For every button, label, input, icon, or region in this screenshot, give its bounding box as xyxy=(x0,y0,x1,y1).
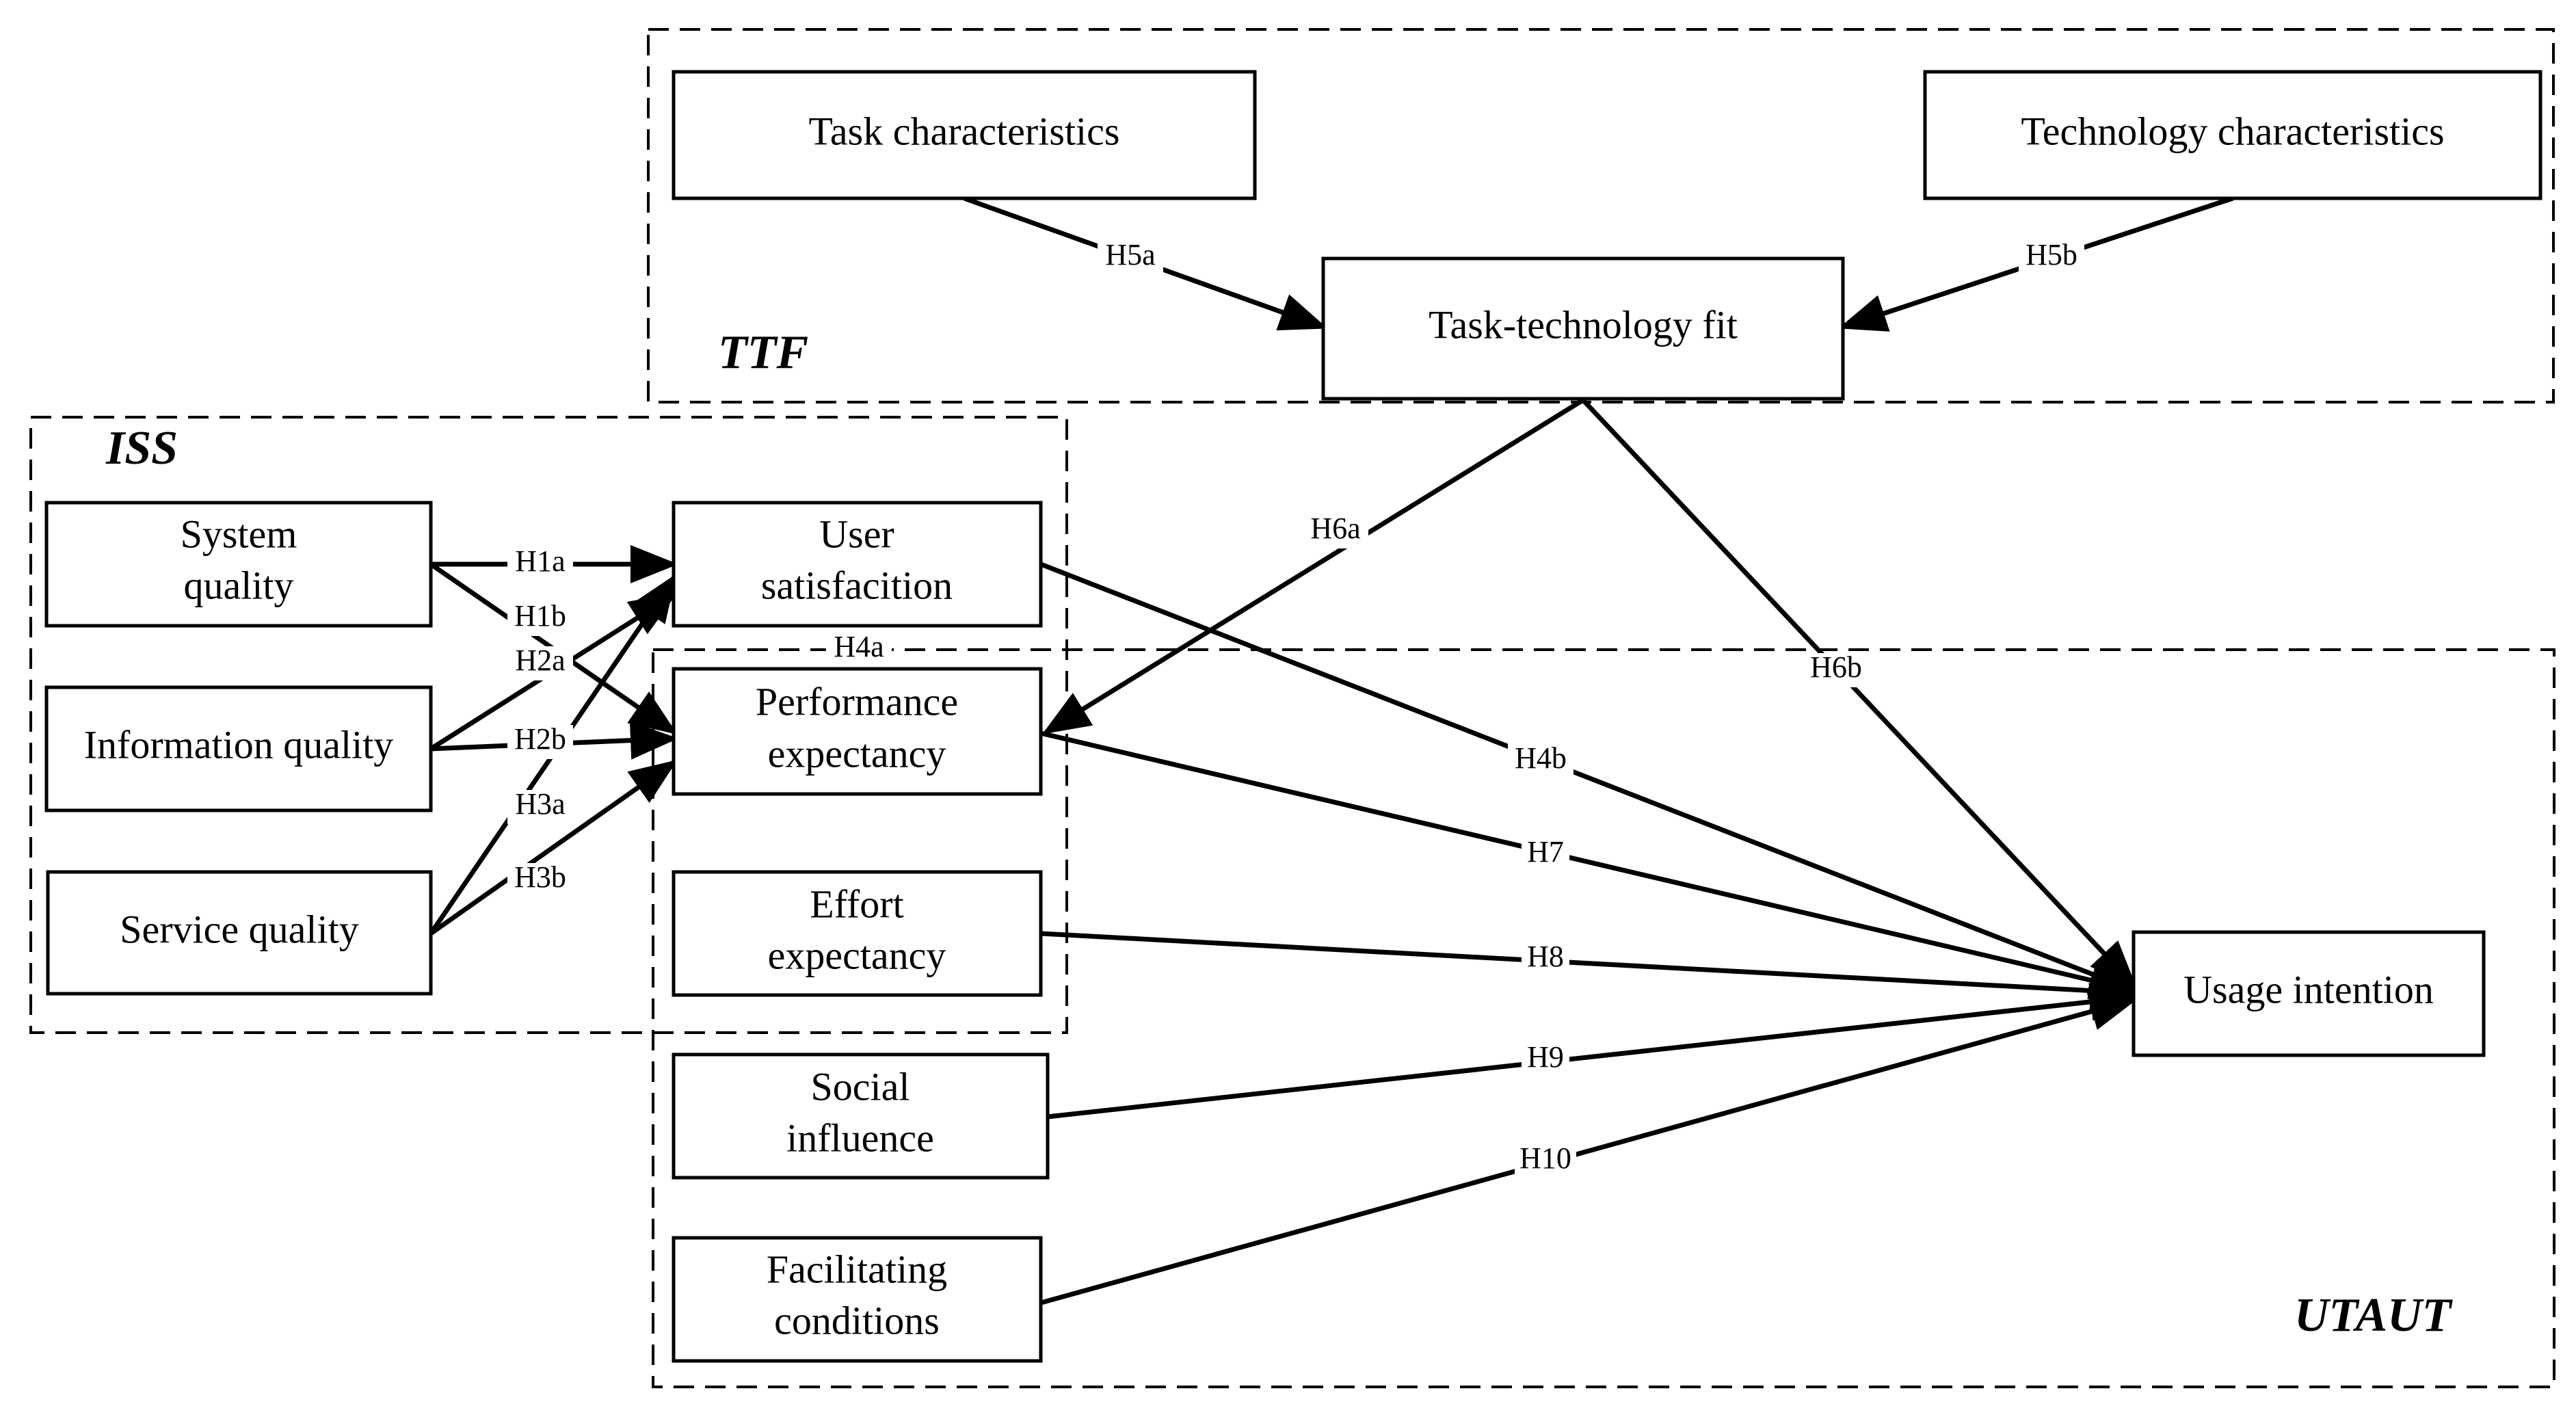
node-label: System xyxy=(181,512,297,556)
node-task-characteristics: Task characteristics xyxy=(672,70,1257,200)
node-label: Usage intention xyxy=(2183,967,2434,1011)
edge-label-h9: H9 xyxy=(1527,1040,1564,1074)
group-label-utaut: UTAUT xyxy=(2294,1289,2454,1342)
node-user-satisfaction: User satisfacition xyxy=(672,501,1043,628)
group-utaut: UTAUT xyxy=(652,648,2555,1388)
node-usage-intention: Usage intention xyxy=(2132,930,2486,1057)
edge-label-h3b: H3b xyxy=(514,860,566,894)
node-effort-expectancy: Effort expectancy xyxy=(672,870,1043,997)
edge-h9 xyxy=(1047,983,2138,1120)
nodes: Task characteristics Technology characte… xyxy=(44,70,2542,1363)
node-label: Social xyxy=(811,1064,910,1109)
node-facilitating-conditions: Facilitating conditions xyxy=(672,1236,1043,1363)
edge-label-h1a: H1a xyxy=(515,544,565,578)
node-label: Information quality xyxy=(84,722,394,767)
edge-label-h10: H10 xyxy=(1519,1141,1571,1175)
edges xyxy=(429,196,2234,1306)
edge-label-h7: H7 xyxy=(1527,835,1564,869)
edge-label-h5b: H5b xyxy=(2026,238,2077,272)
node-technology-characteristics: Technology characteristics xyxy=(1923,70,2542,200)
node-information-quality: Information quality xyxy=(44,685,433,812)
node-label: satisfacition xyxy=(761,563,953,607)
group-label-ttf: TTF xyxy=(718,326,808,379)
node-label: Task-technology fit xyxy=(1429,302,1738,347)
node-label: conditions xyxy=(774,1298,940,1342)
node-label: expectancy xyxy=(768,933,946,977)
node-task-technology-fit: Task-technology fit xyxy=(1321,256,1845,401)
node-label: Service quality xyxy=(120,907,359,951)
edge-label-h4b: H4b xyxy=(1515,741,1567,775)
node-label: expectancy xyxy=(768,731,946,776)
node-label: Effort xyxy=(810,882,903,926)
edge-label-h1b: H1b xyxy=(514,599,566,633)
group-ttf: TTF xyxy=(647,28,2555,403)
edge-h10 xyxy=(1040,992,2138,1306)
edge-label-h8: H8 xyxy=(1527,940,1564,973)
node-label: Technology characteristics xyxy=(2021,109,2444,153)
edge-label-h6b: H6b xyxy=(1810,650,1862,684)
node-service-quality: Service quality xyxy=(46,870,433,996)
edge-h8 xyxy=(1040,931,2138,1010)
node-performance-expectancy: Performance expectancy xyxy=(672,667,1043,796)
node-label: influence xyxy=(786,1115,934,1160)
node-system-quality: System quality xyxy=(44,501,433,628)
edge-label-h3a: H3a xyxy=(515,787,565,821)
edge-label-h6a: H6a xyxy=(1310,512,1360,545)
edge-label-h2a: H2a xyxy=(515,644,565,677)
node-label: User xyxy=(819,512,894,556)
node-label: Task characteristics xyxy=(809,109,1120,153)
edge-h7 xyxy=(1040,730,2138,999)
node-label: quality xyxy=(183,563,293,607)
edge-h3a xyxy=(429,759,678,936)
node-label: Facilitating xyxy=(767,1247,947,1291)
edge-h4b xyxy=(1039,561,2138,993)
group-label-iss: ISS xyxy=(105,422,178,475)
node-social-influence: Social influence xyxy=(672,1052,1050,1180)
edge-h6b xyxy=(1581,398,2137,989)
edge-label-h4a: H4a xyxy=(834,630,884,663)
node-label: Performance xyxy=(756,679,958,724)
group-iss: ISS xyxy=(29,416,1068,1034)
edge-label-h5a: H5a xyxy=(1105,238,1155,272)
edge-labels: H1a H1b H2a H2b H3a H3b H4a H4b H5a H5b … xyxy=(507,238,2084,1178)
edge-h6a xyxy=(1042,398,1584,734)
edge-label-h2b: H2b xyxy=(514,722,566,756)
